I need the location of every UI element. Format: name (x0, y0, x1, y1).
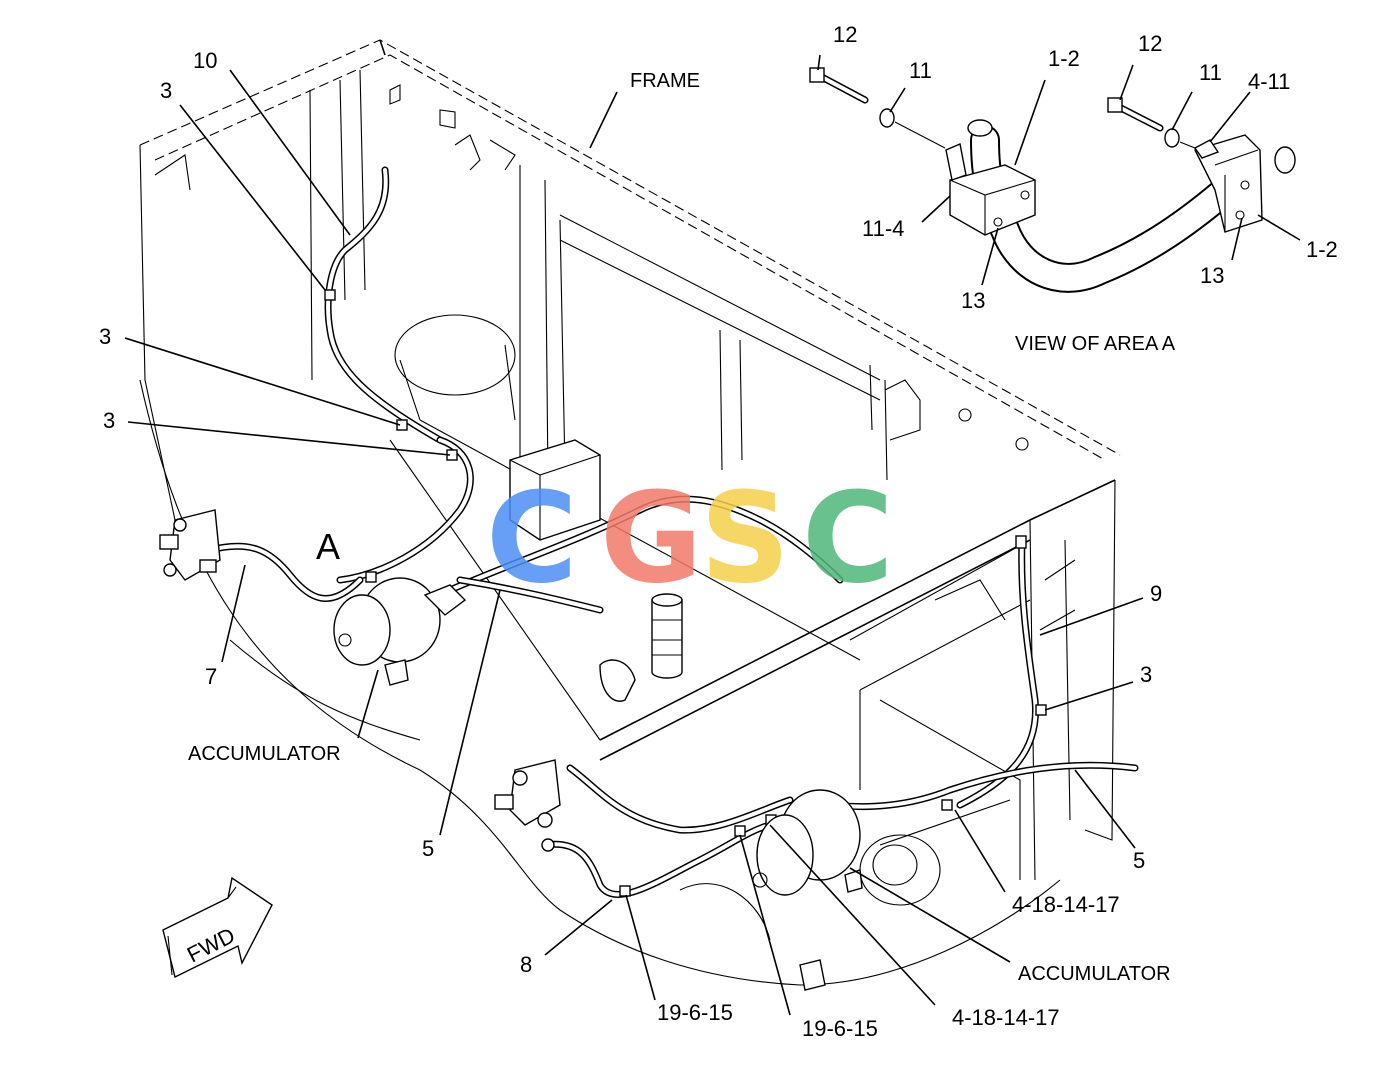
right-valve-block (494, 759, 561, 852)
callout-label: 9 (1150, 581, 1162, 606)
callout-label: 12 (1138, 31, 1162, 56)
watermark-letter: C (486, 466, 578, 611)
callout-label: 5 (1133, 848, 1145, 873)
callout-label: 3 (103, 408, 115, 433)
callout-label: 4-18-14-17 (952, 1005, 1060, 1030)
left-accumulator (333, 577, 467, 686)
callout-label: 19-6-15 (657, 1000, 733, 1025)
callout-label: 8 (520, 952, 532, 977)
leader-lines (124, 54, 1301, 1016)
area-a-marker: A (316, 526, 340, 567)
callout-label: 11 (1199, 60, 1222, 85)
accumulator-left-label: ACCUMULATOR (188, 743, 341, 765)
callout-label: 13 (1200, 263, 1224, 288)
callout-label: 13 (961, 288, 985, 313)
callout-label: 11 (909, 58, 932, 83)
callout-label: 10 (193, 48, 217, 73)
callout-label: 19-6-15 (802, 1016, 878, 1041)
callout-label: 7 (205, 664, 217, 689)
callout-label: 5 (422, 836, 434, 861)
callout-label: 1-2 (1048, 46, 1080, 71)
labels: FRAME VIEW OF AREA A A ACCUMULATOR ACCUM… (99, 22, 1338, 1041)
callout-label: 11-4 (862, 216, 904, 241)
watermark-letter: G (600, 466, 703, 611)
watermark-letter: S (700, 466, 790, 611)
view-of-area-a-label: VIEW OF AREA A (1015, 333, 1176, 355)
callout-label: 3 (1140, 662, 1152, 687)
callout-label: 3 (99, 324, 111, 349)
left-valve-block (159, 509, 221, 581)
callout-label: 4-11 (1248, 69, 1290, 94)
frame-label: FRAME (630, 70, 700, 92)
callout-label: 3 (160, 78, 172, 103)
filter-canister (651, 593, 683, 679)
watermark: C G S C (486, 466, 894, 611)
frame-structure (139, 39, 1121, 991)
watermark-letter: C (802, 466, 894, 611)
accumulator-right-label: ACCUMULATOR (1018, 963, 1171, 985)
callout-label: 4-18-14-17 (1012, 892, 1120, 917)
view-of-area-a-detail (809, 67, 1296, 293)
callout-label: 12 (833, 22, 857, 47)
fwd-arrow: FWD (162, 876, 273, 979)
callout-label: 1-2 (1306, 237, 1338, 262)
